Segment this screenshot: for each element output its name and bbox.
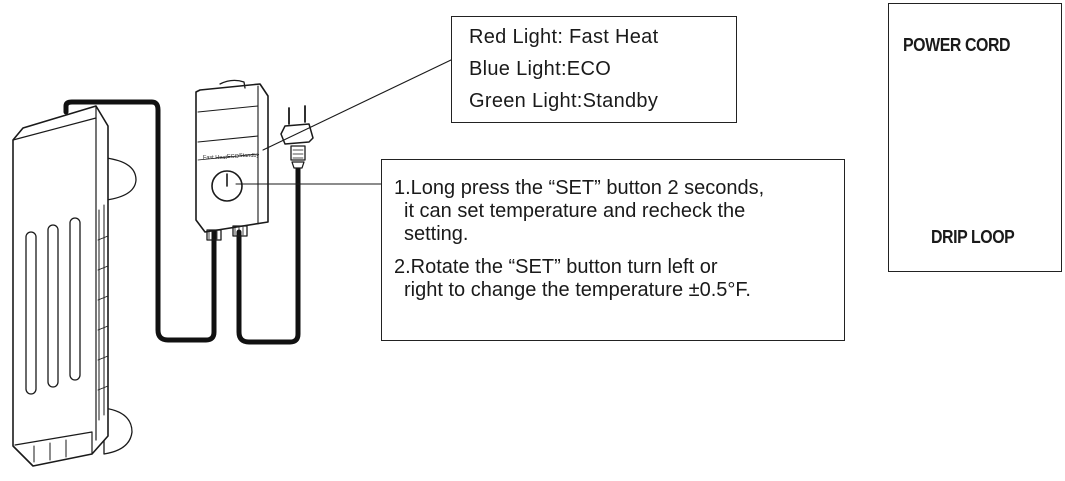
green-light-text: Green Light:Standby (469, 90, 659, 112)
power-cord (236, 163, 301, 345)
light-legend-box: Red Light: Fast Heat Blue Light:ECO Gree… (451, 16, 737, 123)
suction-cup-top (105, 157, 137, 201)
step1-line1: 1.Long press the “SET” button 2 seconds, (394, 177, 765, 199)
suction-cup-bottom (103, 407, 133, 455)
drip-loop-label: DRIP LOOP (931, 226, 1015, 247)
eco-indicator-label: ECO (227, 154, 239, 160)
blue-light-text: Blue Light:ECO (469, 58, 612, 80)
power-cord-label: POWER CORD (903, 34, 1011, 55)
leader-light-box (262, 59, 452, 151)
instructions-box: 1.Long press the “SET” button 2 seconds,… (381, 159, 845, 341)
instruction-step-1: 1.Long press the “SET” button 2 seconds,… (394, 177, 844, 246)
set-button (211, 170, 243, 202)
plug (280, 105, 314, 169)
fast-heat-indicator-label: Fast Heat (203, 155, 227, 161)
step1-line2: it can set temperature and recheck the (404, 200, 746, 222)
heater-cord (63, 99, 217, 343)
step2-line2: right to change the temperature ±0.5°F. (404, 279, 751, 301)
step2-line1: 2.Rotate the “SET” button turn left or (394, 256, 718, 278)
drip-loop-inset-box (888, 3, 1062, 272)
step1-line3: setting. (404, 223, 469, 245)
red-light-text: Red Light: Fast Heat (469, 26, 659, 48)
heater-body (12, 105, 109, 467)
instruction-step-2: 2.Rotate the “SET” button turn left or r… (394, 256, 844, 302)
standby-indicator-label: Standby (239, 153, 260, 159)
controller (195, 79, 269, 241)
